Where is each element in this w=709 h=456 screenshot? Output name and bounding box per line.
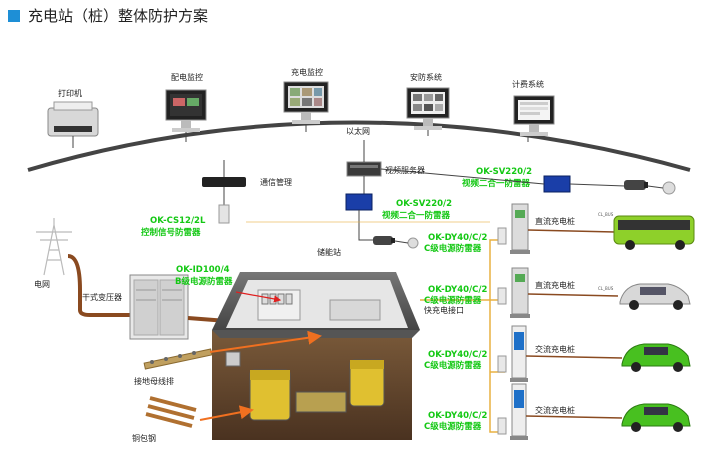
bus-tag-1: CL_BUS	[598, 212, 614, 217]
title-marker-icon	[8, 10, 20, 22]
dc-charger-icon	[510, 203, 530, 254]
signal-protector-icon	[218, 204, 230, 224]
sv2-protector-desc: 视频二合一防雷器	[382, 210, 451, 221]
dc-charger-icon	[510, 267, 530, 318]
dy4-protector-desc: C级电源防雷器	[424, 421, 482, 432]
ethernet-bus-line	[27, 120, 691, 172]
dy1-protector-model: OK-DY40/C/2	[428, 233, 487, 243]
grounding-bar-label: 接地母线排	[134, 376, 174, 386]
id-protector-model: OK-ID100/4	[176, 265, 230, 275]
copper-pointer-arrow	[199, 405, 254, 421]
comm-manager-label: 通信管理	[260, 177, 292, 187]
bus-tag-2: CL_BUS	[598, 286, 614, 291]
grounding-bar-icon	[143, 348, 213, 370]
transformer-icon	[129, 274, 189, 340]
car-icon	[621, 343, 691, 372]
video-server-label: 视频服务器	[385, 165, 425, 175]
power-protector-icon	[497, 355, 507, 373]
power-grid-label: 电网	[34, 279, 50, 289]
monitor-icon	[406, 87, 450, 130]
copper-label: 铜包钢	[132, 433, 156, 443]
protector-pointer-arrow	[235, 291, 282, 303]
bus-icon	[613, 215, 695, 250]
charger-3-label: 交流充电桩	[535, 344, 575, 354]
monitor-icon	[513, 95, 555, 136]
dy2-protector-desc: C级电源防雷器	[424, 295, 482, 306]
id-protector-desc: B级电源防雷器	[175, 276, 233, 287]
dome-camera-icon	[407, 237, 419, 249]
sv2-protector-model: OK-SV220/2	[396, 199, 452, 209]
storage-station-label: 储能站	[317, 247, 341, 257]
cctv-camera-icon	[373, 236, 395, 245]
charger-2-label: 直流充电桩	[535, 280, 575, 290]
charge-monitor-label: 充电监控	[291, 67, 323, 77]
sv1-protector-desc: 视频二合一防雷器	[462, 178, 531, 189]
sv1-protector-model: OK-SV220/2	[476, 167, 532, 177]
video-protector-icon	[543, 175, 571, 193]
charger-4-label: 交流充电桩	[535, 405, 575, 415]
dy3-protector-model: OK-DY40/C/2	[428, 350, 487, 360]
ac-charger-icon	[510, 325, 528, 382]
ethernet-label: 以太网	[346, 126, 370, 136]
cctv-camera-icon	[624, 180, 648, 190]
power-monitor-label: 配电监控	[171, 72, 203, 82]
storage-station-icon	[212, 272, 420, 440]
power-tower-icon	[36, 218, 72, 276]
printer-label: 打印机	[58, 88, 82, 98]
power-cable-line	[67, 254, 130, 317]
car-icon	[619, 283, 691, 310]
page-title: 充电站（桩）整体防护方案	[28, 7, 208, 25]
dy1-protector-desc: C级电源防雷器	[424, 243, 482, 254]
cs-protector-model: OK-CS12/2L	[150, 216, 206, 226]
copper-rod-icon	[145, 396, 197, 428]
monitor-icon	[283, 81, 329, 124]
grounding-pointer-arrow	[209, 330, 322, 353]
car-icon	[621, 403, 691, 432]
dome-camera-icon	[662, 181, 676, 195]
charger-1-label: 直流充电桩	[535, 216, 575, 226]
transformer-label: 干式变压器	[82, 292, 122, 302]
power-protector-icon	[497, 227, 507, 245]
billing-system-label: 计费系统	[512, 79, 544, 89]
power-protector-icon	[497, 417, 507, 435]
video-protector-icon	[345, 193, 373, 211]
dy3-protector-desc: C级电源防雷器	[424, 360, 482, 371]
fast-charge-port-label: 快充电接口	[424, 305, 464, 315]
security-system-label: 安防系统	[410, 72, 442, 82]
video-server-icon	[346, 161, 382, 177]
dy2-protector-model: OK-DY40/C/2	[428, 285, 487, 295]
power-protector-icon	[497, 287, 507, 305]
comm-manager-icon	[202, 177, 246, 187]
dy4-protector-model: OK-DY40/C/2	[428, 411, 487, 421]
charger-feed-line	[420, 239, 505, 433]
ac-charger-icon	[510, 383, 528, 440]
printer-icon	[47, 101, 99, 137]
monitor-icon	[165, 89, 207, 132]
cs-protector-desc: 控制信号防雷器	[141, 227, 201, 238]
